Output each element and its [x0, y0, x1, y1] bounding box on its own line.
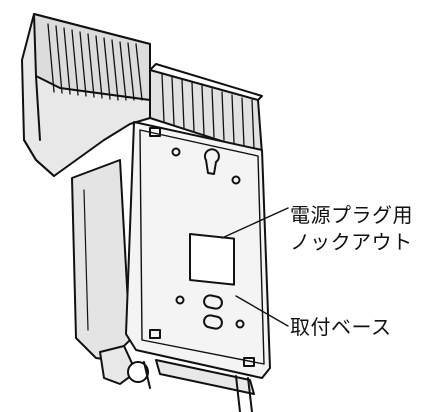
- knockout-panel: [189, 232, 235, 286]
- label-power-plug-knockout-line2: ノックアウト: [290, 230, 413, 254]
- label-mounting-base: 取付ベース: [290, 315, 392, 339]
- sensor-body: [71, 159, 131, 361]
- right-head-fins: [161, 73, 255, 150]
- left-head-fins: [47, 23, 143, 101]
- power-cable: [235, 375, 253, 412]
- leader-line-mounting-base: [235, 295, 289, 327]
- leader-line-knockout: [221, 207, 289, 239]
- bottom-bracket: [99, 345, 255, 395]
- label-power-plug-knockout-line1: 電源プラグ用: [290, 203, 413, 227]
